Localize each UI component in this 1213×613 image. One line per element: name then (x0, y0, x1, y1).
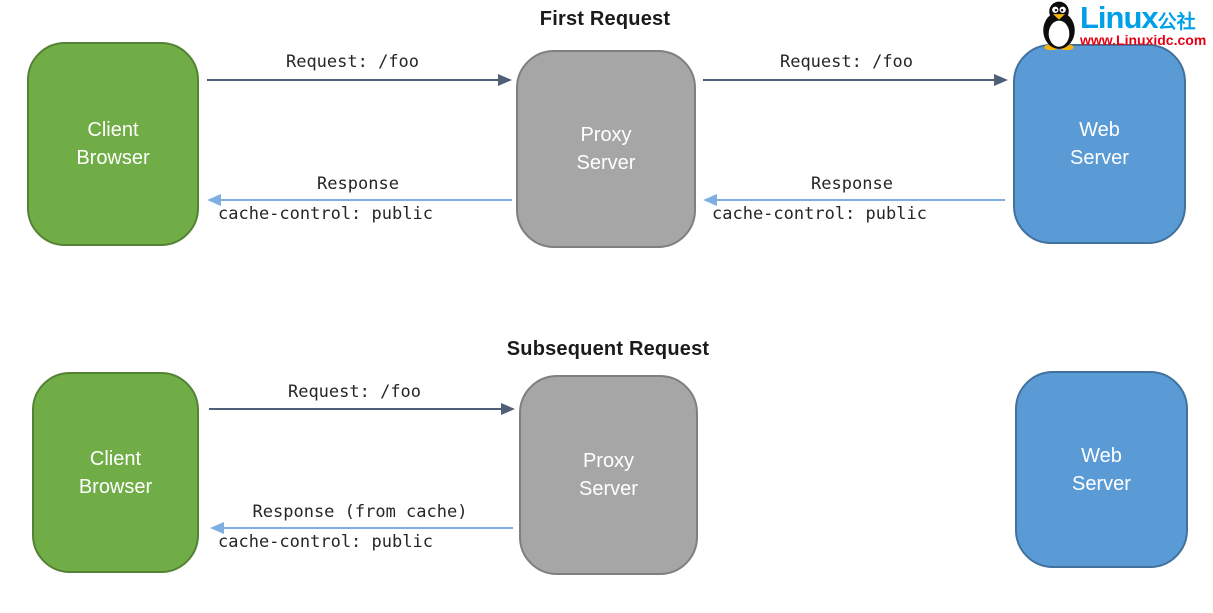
web-label-line1: Web (1079, 119, 1120, 141)
section-title-subsequent-request: Subsequent Request (506, 338, 710, 360)
response-arrowhead-icon (703, 194, 717, 206)
proxy-label-line1: Proxy (580, 124, 632, 146)
cache-control-header-first-right: cache-control: public (712, 204, 927, 224)
proxy-label-line2: Server (579, 478, 638, 500)
proxy-label-line2: Server (576, 152, 636, 174)
client-browser-label: Client Browser (79, 445, 152, 501)
request-arrow-client-to-proxy (207, 79, 498, 81)
watermark-brand-text: Linux公社 (1080, 2, 1196, 38)
brand-name: Linux (1080, 0, 1159, 35)
client-label-line2: Browser (78, 475, 153, 498)
cache-control-header-subsequent: cache-control: public (218, 532, 433, 552)
client-browser-node-subsequent: Client Browser (32, 372, 199, 573)
watermark-url: www.Linuxidc.com (1080, 32, 1207, 48)
response-label-web-to-proxy: Response (811, 174, 893, 194)
response-arrowhead-icon (210, 522, 224, 534)
request-arrowhead-icon (498, 74, 512, 86)
response-from-cache-label: Response (from cache) (252, 502, 468, 522)
client-browser-node-first: Client Browser (27, 42, 199, 246)
linuxidc-watermark: Linux公社 www.Linuxidc.com (1030, 0, 1213, 52)
tux-penguin-icon (1043, 1, 1075, 50)
proxy-server-node-subsequent: Proxy Server (519, 375, 698, 575)
brand-suffix: 公社 (1157, 12, 1196, 33)
web-server-node-subsequent: Web Server (1015, 371, 1188, 568)
request-label-proxy-to-web: Request: /foo (779, 52, 914, 72)
request-arrow-proxy-to-web (703, 79, 994, 81)
web-server-label: Web Server (1070, 116, 1129, 172)
web-label-line2: Server (1070, 147, 1129, 169)
client-label-line1: Client (89, 447, 142, 470)
request-arrow-client-to-proxy-subsequent (209, 408, 501, 410)
client-label-line1: Client (87, 119, 139, 141)
response-arrowhead-icon (207, 194, 221, 206)
response-arrow-proxy-to-client (221, 199, 512, 201)
client-browser-label: Client Browser (76, 116, 149, 172)
web-label-line1: Web (1081, 444, 1122, 467)
proxy-server-label: Proxy Server (577, 121, 636, 177)
request-arrowhead-icon (501, 403, 515, 415)
proxy-server-node-first: Proxy Server (516, 50, 696, 248)
cache-control-header-first-left: cache-control: public (218, 204, 433, 224)
section-title-first-request: First Request (539, 8, 671, 30)
proxy-label-line1: Proxy (582, 450, 635, 472)
web-label-line2: Server (1072, 472, 1131, 495)
response-arrow-proxy-to-client-cache (224, 527, 513, 529)
request-arrowhead-icon (994, 74, 1008, 86)
response-arrow-web-to-proxy (717, 199, 1005, 201)
proxy-server-label: Proxy Server (579, 447, 638, 503)
client-label-line2: Browser (76, 147, 150, 169)
web-server-node-first: Web Server (1013, 44, 1186, 244)
response-label-proxy-to-client: Response (317, 174, 399, 194)
web-server-label: Web Server (1072, 442, 1131, 498)
request-label-client-to-proxy-subsequent: Request: /foo (287, 382, 422, 402)
request-label-client-to-proxy: Request: /foo (285, 52, 420, 72)
